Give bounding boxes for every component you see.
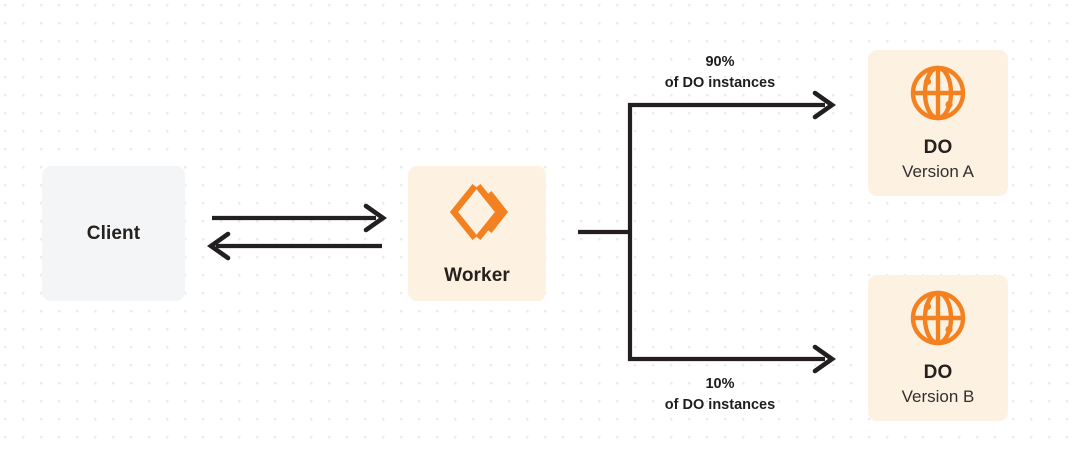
node-do-version-a[interactable]: DO Version A	[868, 50, 1008, 196]
cloudflare-workers-icon	[446, 180, 509, 249]
edge-worker-to-do-a	[628, 90, 836, 120]
node-do-version-b[interactable]: DO Version B	[868, 275, 1008, 421]
edge-worker-to-client	[207, 231, 382, 261]
edge-label-do-b: 10% of DO instances	[612, 374, 828, 416]
edge-label-do-a-percent: 90%	[705, 54, 735, 70]
edge-label-do-a-description: of DO instances	[664, 75, 776, 92]
right-arrow-icon	[812, 90, 836, 120]
right-arrow-icon	[363, 203, 387, 233]
node-do-b-label: DO	[923, 361, 953, 383]
edge-worker-to-do-b	[628, 344, 836, 374]
edge-worker-fork	[578, 90, 836, 374]
edge-client-worker-bidirectional	[207, 203, 387, 261]
globe-icon	[909, 289, 967, 352]
node-do-b-version: Version B	[901, 386, 975, 406]
node-worker-label: Worker	[444, 265, 510, 287]
globe-icon	[909, 64, 967, 127]
right-arrow-icon	[812, 344, 836, 374]
edge-label-do-b-percent: 10%	[705, 376, 735, 392]
edge-label-do-b-description: of DO instances	[664, 397, 776, 414]
edge-client-to-worker	[212, 203, 387, 233]
node-client[interactable]: Client	[42, 166, 185, 301]
node-do-a-label: DO	[923, 136, 953, 158]
node-worker[interactable]: Worker	[408, 166, 546, 301]
node-do-a-version: Version A	[902, 161, 974, 181]
left-arrow-icon	[207, 231, 231, 261]
node-client-label: Client	[86, 222, 141, 244]
edge-label-do-a: 90% of DO instances	[612, 52, 828, 94]
